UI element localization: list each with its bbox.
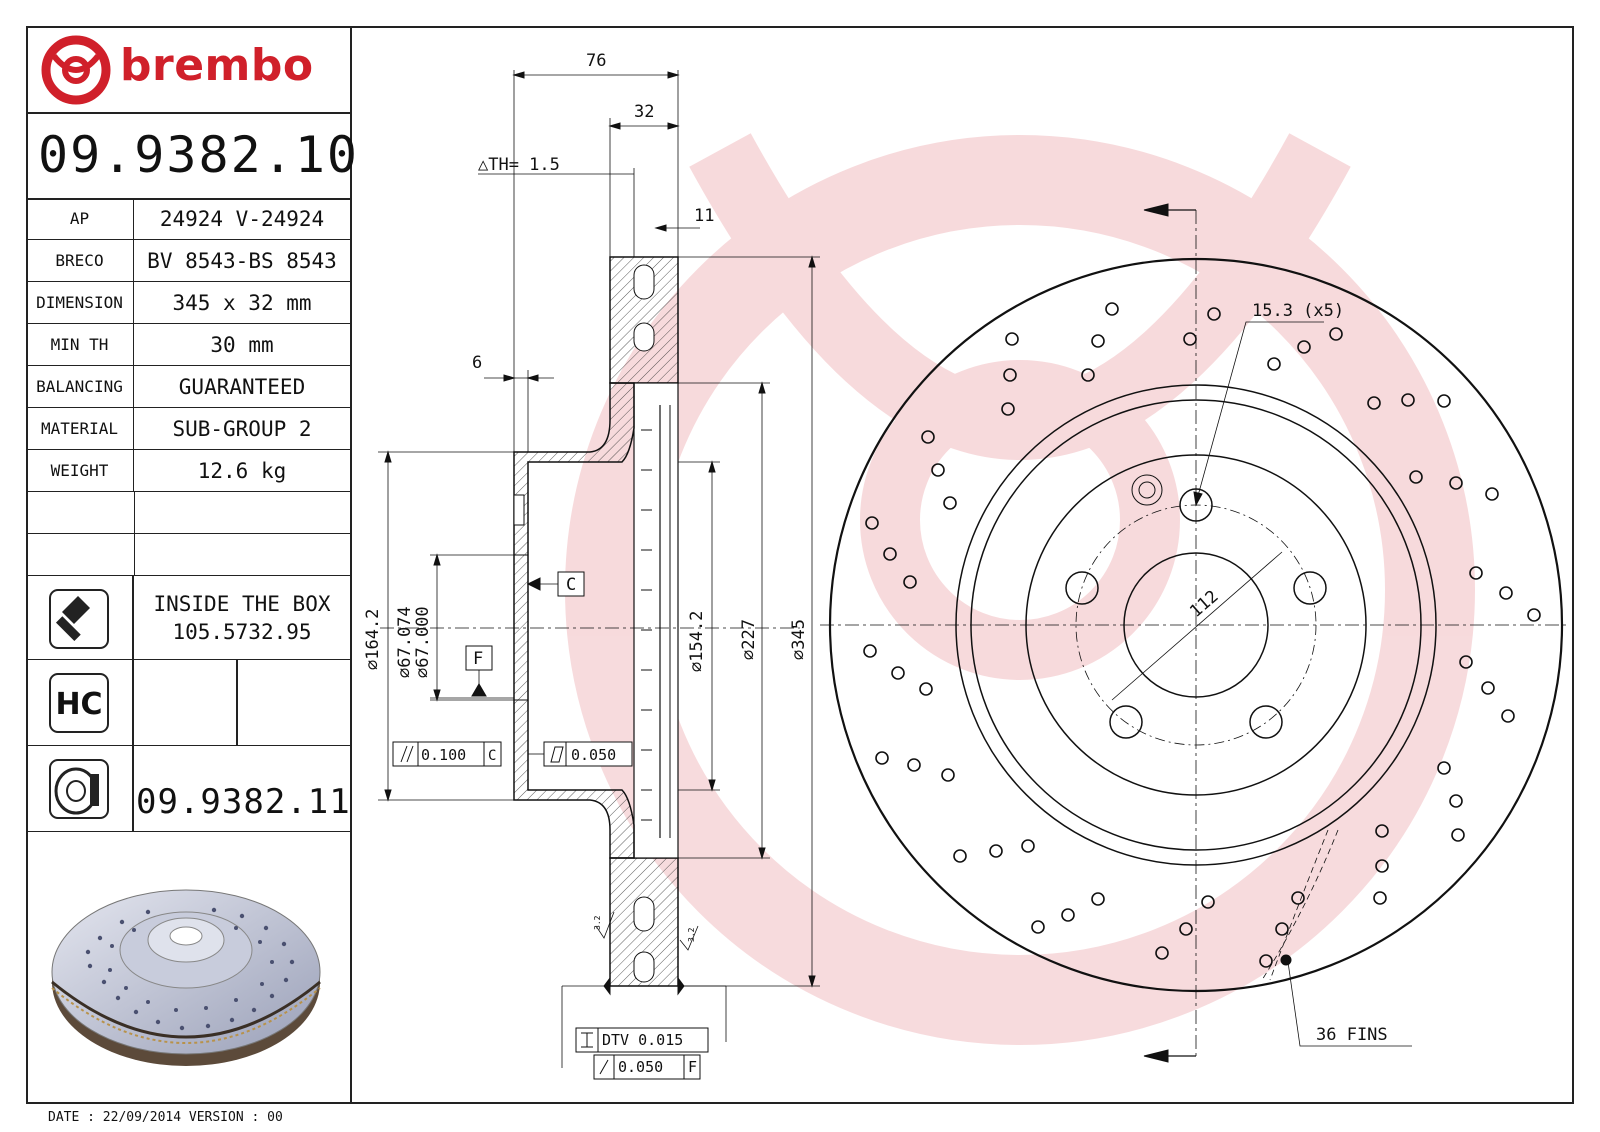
spec-value: 12.6 kg [197,458,287,483]
tol-parallel-value: 0.100 [421,746,466,764]
brand-name: brembo [120,40,314,91]
drawing-frame [26,26,1574,1104]
drawing-footer: DATE : 22/09/2014 VERSION : 00 [48,1110,283,1125]
spec-row-empty-2 [26,534,350,576]
brand-header: brembo [26,26,350,114]
spec-row-empty [26,492,350,534]
spec-label: MATERIAL [26,408,134,449]
spec-label: BALANCING [26,366,134,407]
spec-value-empty [134,492,351,533]
inside-box-value: 105.5732.95 [172,620,312,644]
disc-render-image [51,889,321,1066]
brembo-logo-icon [41,35,111,105]
inside-box-row: INSIDE THE BOX 105.5732.95 [26,576,350,660]
spec-row-dimension: DIMENSION 345 x 32 mm [26,282,350,324]
disc-with-pads-icon [49,759,109,819]
inside-box-title: INSIDE THE BOX [153,592,331,616]
tol-parallel-ref: C [488,748,496,764]
tol-flatness-value: 0.050 [571,746,616,764]
runout-value: 0.050 [618,1058,663,1076]
dim-thickness: 32 [634,102,654,122]
spec-value: SUB-GROUP 2 [172,416,312,441]
dim-d67b: ⌀67.000 [413,606,433,678]
bolt-icon [49,589,109,649]
spec-value: 345 x 32 mm [172,290,312,315]
brembo-watermark-icon [565,133,1475,1045]
dim-width-total: 76 [586,51,606,71]
hc-label: HC [55,687,102,722]
alternative-part-row [26,746,350,832]
dim-th-tolerance: △TH= 1.5 [478,155,560,175]
dim-d227: ⌀227 [739,619,759,660]
hc-row: HC [26,660,350,746]
spec-value: 24924 V-24924 [159,206,325,231]
spec-row-breco: BRECO BV 8543-BS 8543 [26,240,350,282]
spec-row-weight: WEIGHT 12.6 kg [26,450,350,492]
fins-label: 36 FINS [1316,1025,1388,1045]
dim-web: 11 [694,206,714,226]
dim-d164: ⌀164.2 [363,609,383,670]
spec-label: MIN TH [26,324,134,365]
alternative-part-number: 09.9382.11 [136,782,351,822]
dim-d345: ⌀345 [789,619,809,660]
spec-row-min-th: MIN TH 30 mm [26,324,350,366]
dim-offset: 6 [472,353,482,373]
part-number: 09.9382.10 [38,126,360,184]
section-dimension-labels: 76 32 △TH= 1.5 11 6 ⌀164.2 ⌀67.074 ⌀67.0… [363,51,809,1076]
inside-box-text: INSIDE THE BOX 105.5732.95 [134,576,350,660]
title-block: brembo 09.9382.10 AP 24924 V-24924 BRECO… [26,26,357,1104]
hc-icon: HC [49,673,109,733]
spec-row-ap: AP 24924 V-24924 [26,198,350,240]
dim-d67a: ⌀67.074 [395,606,415,678]
dim-d154: ⌀154.2 [687,611,707,672]
spec-label: BRECO [26,240,134,281]
spec-value: 30 mm [210,332,274,357]
runout-ref: F [688,1058,697,1076]
roughness-b: 3.2 [687,927,696,942]
spec-row-material: MATERIAL SUB-GROUP 2 [26,408,350,450]
front-view [820,203,1570,1063]
spec-label: DIMENSION [26,282,134,323]
pcd-label: 112 [1186,587,1222,622]
datum-f-label: F [473,649,483,669]
holes-label: 15.3 (x5) [1252,301,1344,321]
spec-label: WEIGHT [26,450,134,491]
roughness-a: 3.2 [593,915,602,930]
spec-label: AP [26,198,134,239]
section-view [378,70,820,1080]
spec-value: GUARANTEED [178,374,306,399]
datum-c-label: C [566,575,576,595]
part-number-box: 09.9382.10 [26,112,357,200]
dtv-value: DTV 0.015 [602,1031,683,1049]
spec-value: BV 8543-BS 8543 [147,248,337,273]
spec-row-balancing: BALANCING GUARANTEED [26,366,350,408]
spec-value-empty [134,534,351,575]
